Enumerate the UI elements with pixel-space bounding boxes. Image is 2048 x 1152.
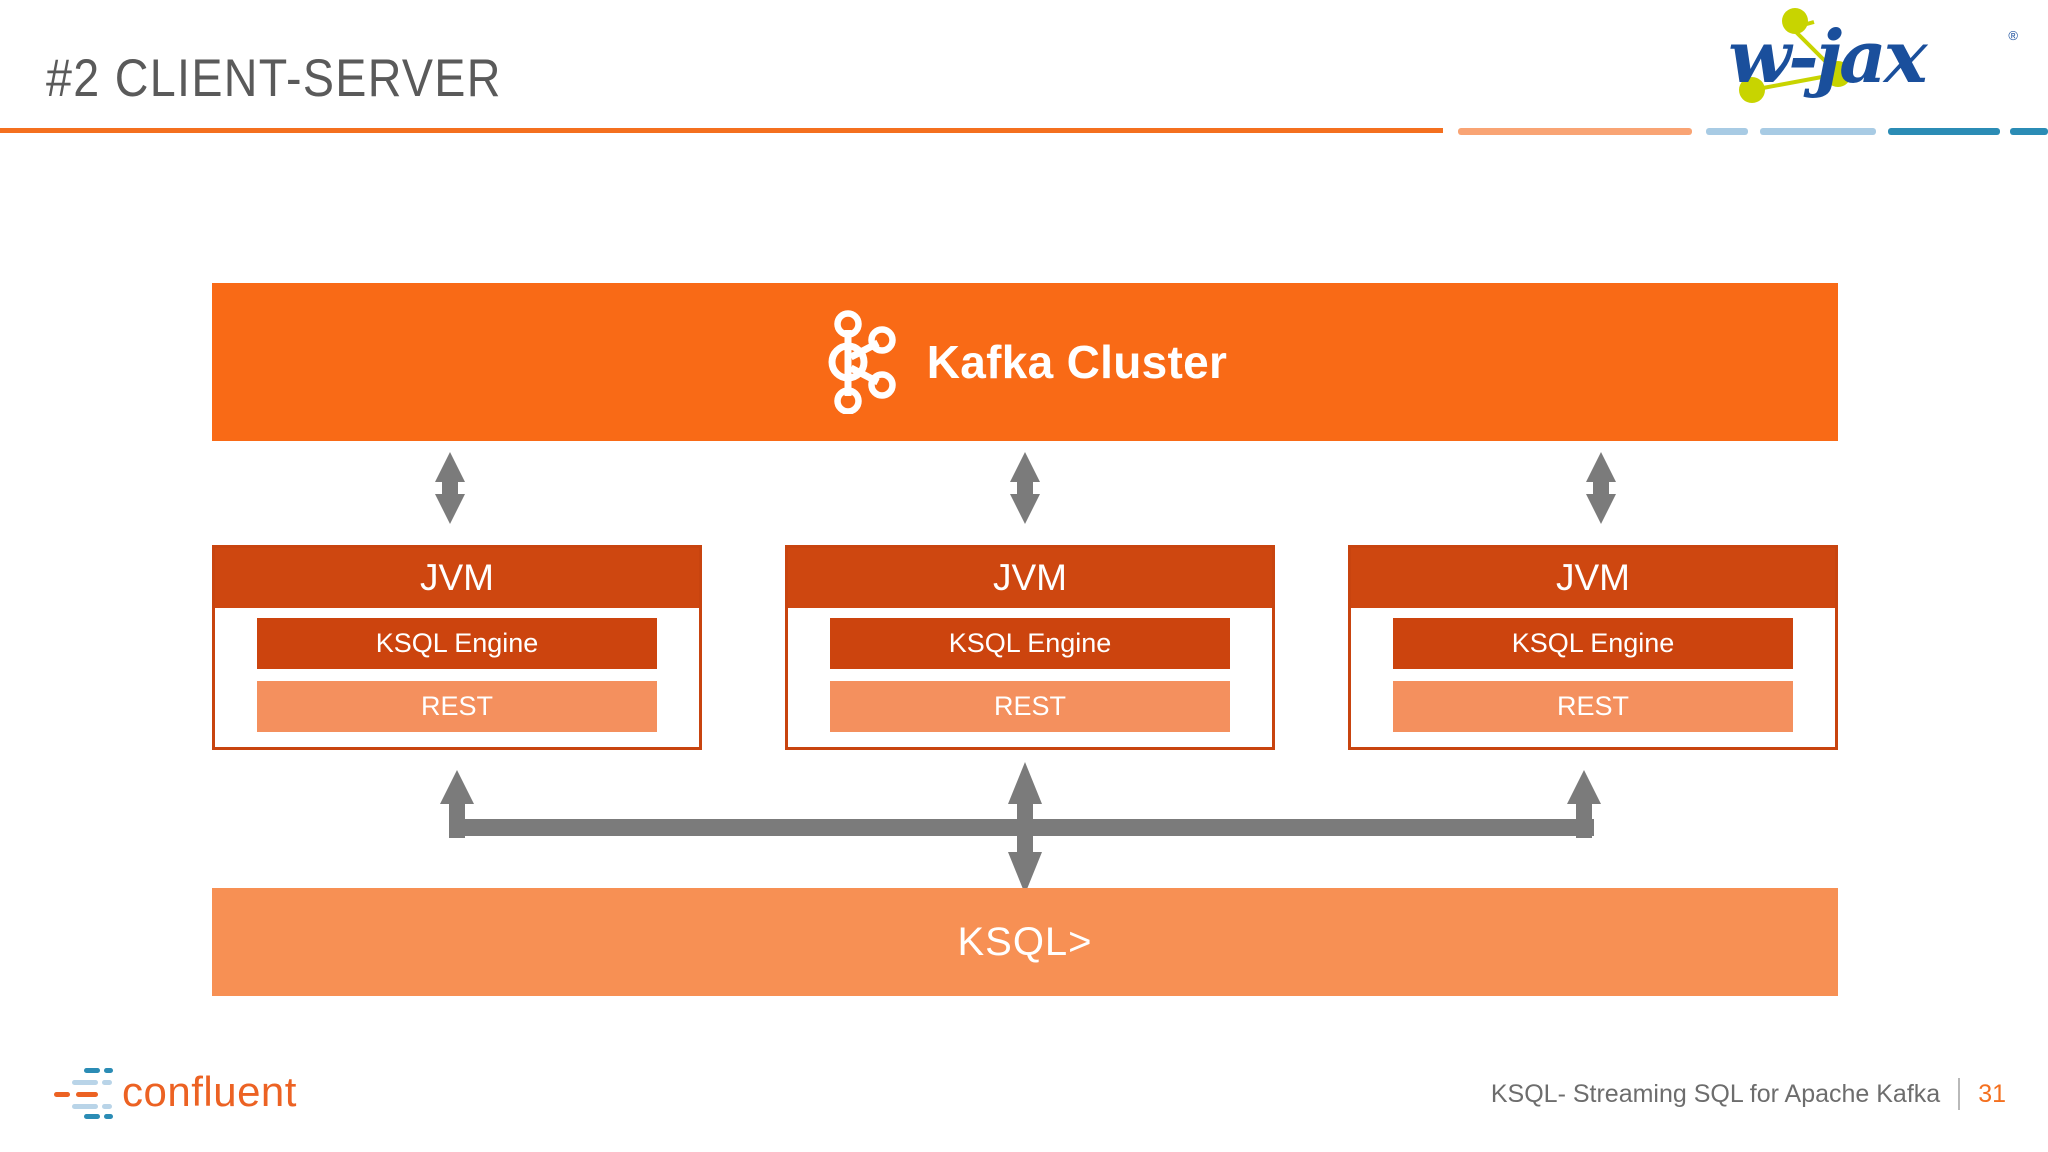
header-rule-segment-dark-blue-short xyxy=(2010,128,2048,135)
wjax-node-graphic-icon xyxy=(1739,8,1851,103)
header-rule-segment-light-orange xyxy=(1458,128,1692,135)
kafka-cluster-band: Kafka Cluster xyxy=(212,283,1838,441)
bidirectional-arrow-icon xyxy=(1010,452,1040,524)
rest-bar: REST xyxy=(1393,681,1793,732)
confluent-logo: confluent xyxy=(48,1066,308,1120)
ksql-prompt-label: KSQL> xyxy=(957,919,1093,964)
wjax-logo: w-jax ® xyxy=(1728,6,2020,106)
connector-arrow-cluster-node-1 xyxy=(427,452,473,524)
ksql-client-box: KSQL> xyxy=(212,888,1838,996)
up-arrow-icon xyxy=(440,770,474,838)
deck-title: KSQL- Streaming SQL for Apache Kafka xyxy=(1490,1079,1941,1108)
page-title: #2 CLIENT-SERVER xyxy=(46,49,502,108)
connector-arrow-node-3-to-bus xyxy=(1561,770,1607,838)
bidirectional-arrow-icon xyxy=(435,452,465,524)
connector-arrow-cluster-node-2 xyxy=(1002,452,1048,524)
header-rule-segment-dark-blue-long xyxy=(1888,128,2000,135)
ksql-engine-bar: KSQL Engine xyxy=(830,618,1230,669)
header-rule-main xyxy=(0,128,1443,133)
jvm-node-1: JVM KSQL Engine REST xyxy=(212,545,702,750)
connector-arrow-node-2-to-client xyxy=(1002,762,1048,894)
jvm-header-label: JVM xyxy=(1351,548,1835,608)
header-rule-segment-light-blue-long xyxy=(1760,128,1876,135)
page-number: 31 xyxy=(1978,1079,2006,1108)
header-rule-segment-light-blue-short xyxy=(1706,128,1748,135)
rest-bar: REST xyxy=(830,681,1230,732)
bidirectional-arrow-icon xyxy=(1586,452,1616,524)
connector-arrow-cluster-node-3 xyxy=(1578,452,1624,524)
ksql-engine-bar: KSQL Engine xyxy=(1393,618,1793,669)
bidirectional-arrow-icon xyxy=(1008,762,1042,894)
footer-meta: KSQL- Streaming SQL for Apache Kafka 31 xyxy=(1491,1078,2006,1110)
wjax-wordmark: w-jax xyxy=(1728,14,1927,99)
jvm-header-label: JVM xyxy=(788,548,1272,608)
jvm-header-label: JVM xyxy=(215,548,699,608)
confluent-mark-icon xyxy=(54,1068,113,1119)
kafka-cluster-label: Kafka Cluster xyxy=(926,336,1228,388)
jvm-node-3: JVM KSQL Engine REST xyxy=(1348,545,1838,750)
registered-trademark-icon: ® xyxy=(2008,28,2018,43)
up-arrow-icon xyxy=(1567,770,1601,838)
footer-divider xyxy=(1958,1078,1961,1110)
jvm-body: KSQL Engine REST xyxy=(1351,608,1835,746)
jvm-node-2: JVM KSQL Engine REST xyxy=(785,545,1275,750)
jvm-body: KSQL Engine REST xyxy=(788,608,1272,746)
connector-arrow-node-1-to-bus xyxy=(434,770,480,838)
rest-bar: REST xyxy=(257,681,657,732)
kafka-logo-icon xyxy=(828,310,896,414)
jvm-body: KSQL Engine REST xyxy=(215,608,699,746)
ksql-engine-bar: KSQL Engine xyxy=(257,618,657,669)
confluent-wordmark: confluent xyxy=(122,1068,297,1115)
